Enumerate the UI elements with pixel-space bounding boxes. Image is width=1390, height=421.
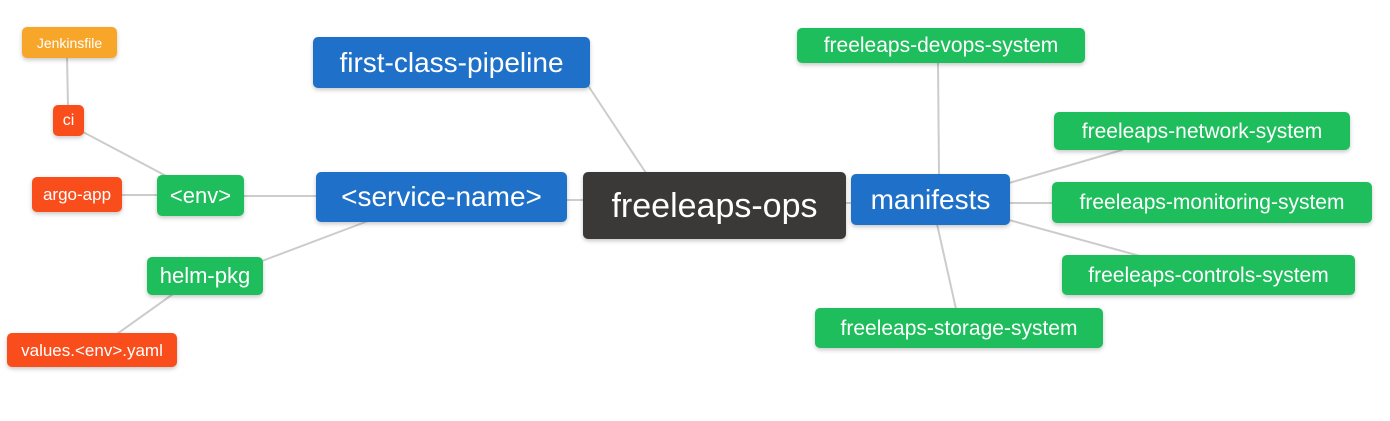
- node-env[interactable]: <env>: [157, 175, 244, 216]
- node-service[interactable]: <service-name>: [316, 172, 567, 222]
- node-label: first-class-pipeline: [339, 46, 564, 78]
- node-monitoring[interactable]: freeleaps-monitoring-system: [1052, 182, 1372, 223]
- node-devops[interactable]: freeleaps-devops-system: [797, 28, 1085, 63]
- node-controls[interactable]: freeleaps-controls-system: [1062, 255, 1355, 295]
- edge-service-helm-pkg: [261, 220, 369, 262]
- edge-pipeline-ops: [588, 86, 647, 174]
- edge-manifests-storage: [936, 223, 957, 310]
- node-helm-pkg[interactable]: helm-pkg: [147, 257, 263, 295]
- node-label: freeleaps-controls-system: [1088, 263, 1329, 287]
- node-argo-app[interactable]: argo-app: [32, 177, 122, 212]
- edge-manifests-network: [1008, 149, 1123, 184]
- edge-jenkinsfile-ci: [66, 56, 69, 107]
- node-label: freeleaps-devops-system: [823, 34, 1059, 57]
- node-label: <env>: [169, 182, 232, 208]
- node-ci[interactable]: ci: [53, 105, 84, 136]
- node-network[interactable]: freeleaps-network-system: [1054, 112, 1350, 150]
- node-pipeline[interactable]: first-class-pipeline: [313, 37, 590, 88]
- node-label: ci: [62, 111, 75, 129]
- node-label: freeleaps-network-system: [1081, 119, 1323, 143]
- node-label: freeleaps-ops: [611, 186, 818, 225]
- node-label: freeleaps-monitoring-system: [1079, 191, 1345, 214]
- node-values-yaml[interactable]: values.<env>.yaml: [7, 333, 177, 367]
- node-label: manifests: [870, 183, 991, 215]
- node-label: argo-app: [42, 185, 112, 204]
- node-label: helm-pkg: [159, 263, 251, 288]
- node-manifests[interactable]: manifests: [851, 174, 1010, 225]
- node-label: Jenkinsfile: [36, 34, 103, 51]
- node-ops[interactable]: freeleaps-ops: [583, 172, 846, 239]
- node-jenkinsfile[interactable]: Jenkinsfile: [22, 27, 117, 58]
- edge-helm-pkg-values-yaml: [116, 293, 174, 335]
- edge-manifests-devops: [937, 61, 940, 176]
- node-label: freeleaps-storage-system: [840, 316, 1078, 340]
- node-label: <service-name>: [341, 181, 542, 212]
- edge-ci-env: [82, 131, 171, 179]
- node-storage[interactable]: freeleaps-storage-system: [815, 308, 1103, 348]
- edge-manifests-controls: [1008, 219, 1141, 257]
- node-label: values.<env>.yaml: [21, 340, 163, 360]
